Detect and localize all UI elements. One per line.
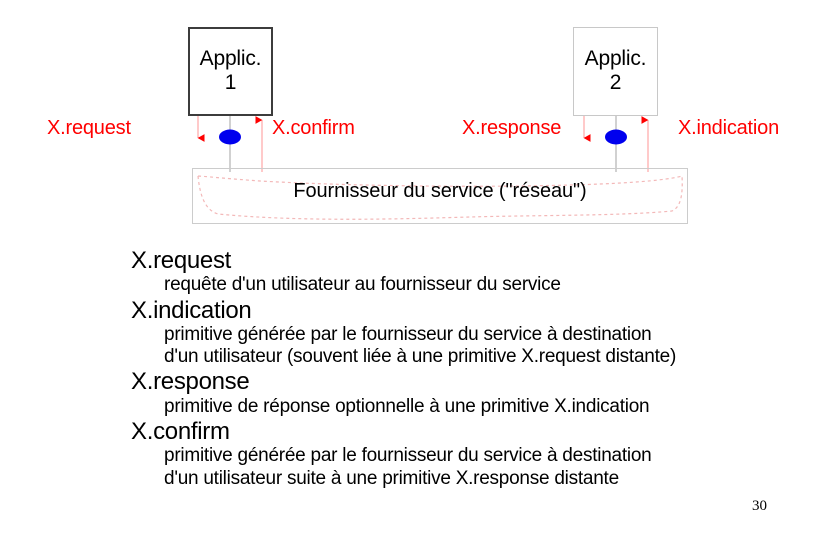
application-box-1[interactable]: Applic. 1 bbox=[188, 27, 273, 116]
application-box-1-line2: 1 bbox=[224, 71, 237, 94]
application-box-2[interactable]: Applic. 2 bbox=[573, 27, 658, 116]
page-number: 30 bbox=[752, 498, 767, 514]
sap-node-app1 bbox=[219, 129, 241, 145]
definition-term-x-response: X.response bbox=[131, 368, 250, 396]
service-provider-label: Fournisseur du service ("réseau") bbox=[293, 180, 587, 202]
definition-list: X.request requête d'un utilisateur au fo… bbox=[131, 247, 821, 490]
diagram-vector-layer bbox=[197, 116, 683, 220]
definition-term-x-indication: X.indication bbox=[131, 296, 252, 324]
label-x-response: X.response bbox=[462, 117, 562, 139]
application-box-2-line2: 2 bbox=[609, 71, 622, 94]
network-cloud-outline bbox=[197, 175, 683, 220]
definition-term-x-request: X.request bbox=[131, 247, 232, 274]
definition-term-x-confirm: X.confirm bbox=[131, 417, 230, 445]
label-x-indication: X.indication bbox=[678, 117, 779, 139]
definition-desc-x-response-line-1: primitive de réponse optionnelle à une p… bbox=[164, 395, 650, 417]
definition-desc-x-indication-line-1: primitive générée par le fournisseur du … bbox=[164, 323, 652, 345]
application-box-1-line1: Applic. bbox=[199, 47, 262, 71]
definition-desc-x-confirm-line-2: d'un utilisateur suite à une primitive X… bbox=[164, 467, 619, 489]
definition-desc-x-indication-line-2: d'un utilisateur (souvent liée à une pri… bbox=[164, 346, 677, 368]
definition-desc-x-confirm-line-1: primitive générée par le fournisseur du … bbox=[164, 445, 652, 467]
application-box-2-line1: Applic. bbox=[584, 47, 647, 71]
label-x-confirm: X.confirm bbox=[272, 117, 355, 139]
service-primitives-diagram: Applic. 1 Applic. 2 Fournisseur du servi… bbox=[0, 0, 824, 240]
definition-desc-x-request-line-1: requête d'un utilisateur au fournisseur … bbox=[164, 274, 561, 296]
service-provider-box[interactable] bbox=[192, 168, 688, 224]
label-x-request: X.request bbox=[47, 117, 131, 139]
sap-node-app2 bbox=[605, 129, 627, 145]
